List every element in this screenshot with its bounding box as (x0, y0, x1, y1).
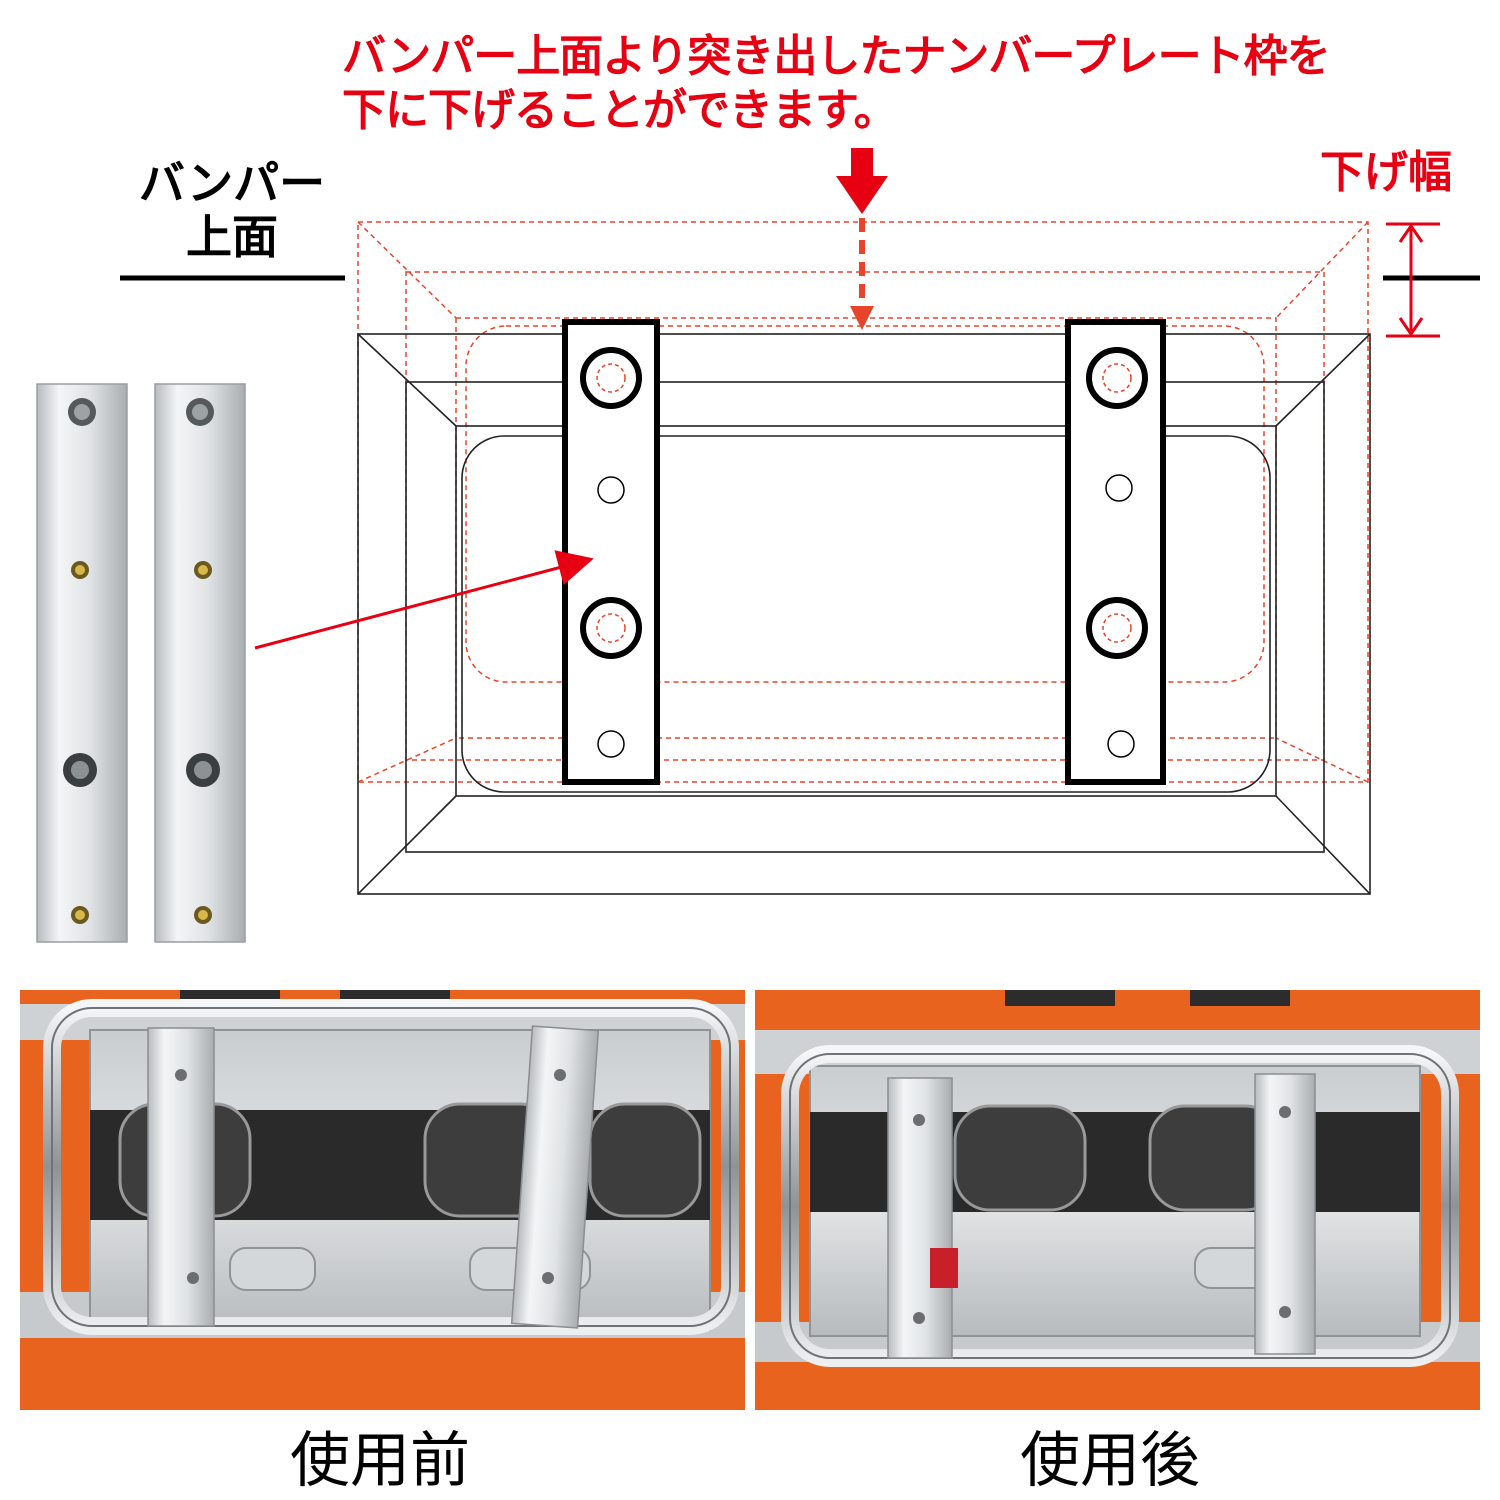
bumper-top-label: バンパー 上面 (132, 156, 332, 264)
photo-after (755, 990, 1480, 1410)
bumper-top-label-line-1: バンパー (138, 156, 326, 210)
drop-width-label: 下げ幅 (1320, 147, 1452, 198)
down-arrow (836, 148, 888, 330)
bumper-top-label-line-2: 上面 (186, 210, 278, 264)
caption-after: 使用後 (1020, 1426, 1200, 1496)
drop-width-dimension (1386, 222, 1440, 338)
caption-before: 使用前 (290, 1426, 470, 1496)
diagram-bracket-left (562, 319, 660, 785)
headline-line-1: バンパー上面より突き出したナンバープレート枠を (342, 31, 1331, 82)
frame-lowered-solid (357, 333, 1371, 895)
pointer-arrow (254, 550, 594, 650)
headline-line-2: 下に下げることができます。 (342, 85, 898, 136)
photo-before (20, 990, 745, 1410)
product-bracket-2 (154, 383, 246, 943)
headline: バンパー上面より突き出したナンバープレート枠を 下に下げることができます。 (342, 30, 1331, 138)
diagram-bracket-right (1065, 319, 1166, 785)
product-bracket-1 (36, 383, 128, 943)
